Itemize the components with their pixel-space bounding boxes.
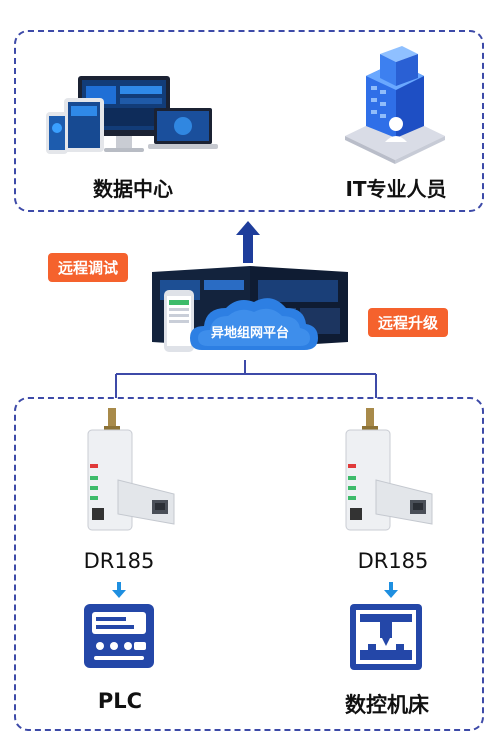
it-professionals-label: IT专业人员 [345,177,447,201]
dr185-right-label: DR185 [357,549,429,573]
top-group-box [14,30,484,212]
bottom-group-box [14,397,484,731]
plc-label: PLC [97,689,143,713]
cloud-platform-label: 异地组网平台 [210,326,289,341]
remote-debug-tag: 远程调试 [48,253,129,282]
dr185-router-left-illustration [87,408,175,531]
cnc-machine-label: 数控机床 [345,693,429,717]
data-center-label: 数据中心 [93,177,173,201]
remote-upgrade-tag: 远程升级 [368,308,449,337]
cloud-platform-illustration [152,266,348,352]
plc-icon [84,604,154,668]
down-arrow-right-icon [384,582,398,598]
it-professionals-illustration [345,46,445,164]
cnc-machine-icon [350,604,422,670]
dr185-router-right-illustration [345,408,433,531]
dr185-left-label: DR185 [83,549,155,573]
upward-arrow-icon [236,221,260,263]
data-center-devices-illustration [46,76,218,154]
down-arrow-left-icon [112,582,126,598]
connection-lines [115,360,377,398]
